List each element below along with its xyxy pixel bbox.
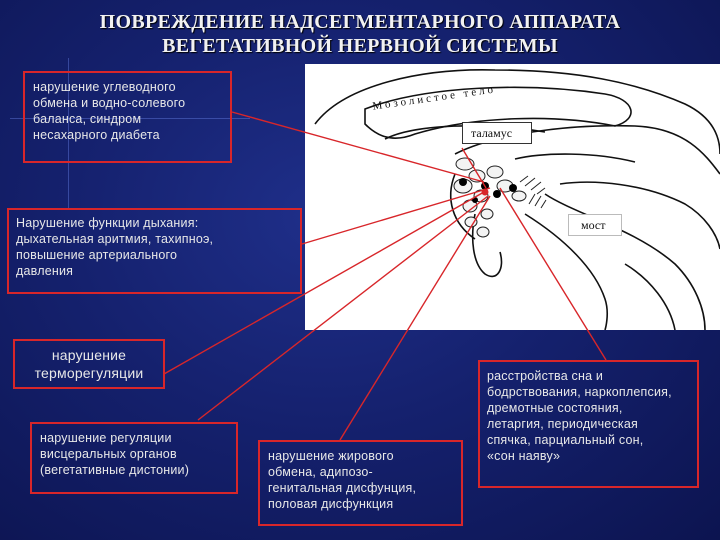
box-line: висцеральных органов [40, 447, 177, 461]
carbohydrate-metabolism-box: нарушение углеводного обмена и водно-сол… [23, 71, 232, 163]
thermoregulation-box: нарушение терморегуляции [13, 339, 165, 389]
page-title: ПОВРЕЖДЕНИЕ НАДСЕГМЕНТАРНОГО АППАРАТА ВЕ… [0, 10, 720, 58]
pons-label: мост [581, 218, 606, 232]
brain-diagram-panel [305, 64, 720, 330]
box-line: нарушение жирового [268, 449, 394, 463]
brain-sagittal-section-drawing [314, 69, 720, 330]
sleep-disorder-box: расстройства сна и бодрствования, наркоп… [478, 360, 699, 488]
box-line: дремотные состояния, [487, 401, 623, 415]
box-line: спячка, парциальный сон, [487, 433, 644, 447]
decorative-vertical-line [68, 58, 69, 208]
fat-metabolism-box: нарушение жирового обмена, адипозо- гени… [258, 440, 463, 526]
box-line: половая дисфункция [268, 497, 394, 511]
decorative-horizontal-line [10, 118, 250, 119]
box-line: нарушение углеводного [33, 80, 176, 94]
box-line: повышение артериального [16, 248, 178, 262]
thalamus-label-box: таламус [462, 122, 532, 144]
box-line: давления [16, 264, 74, 278]
visceral-regulation-box: нарушение регуляции висцеральных органов… [30, 422, 238, 494]
title-line-2: ВЕГЕТАТИВНОЙ НЕРВНОЙ СИСТЕМЫ [162, 35, 558, 57]
respiration-disorder-box: Нарушение функции дыхания: дыхательная а… [7, 208, 302, 294]
box-line: расстройства сна и [487, 369, 604, 383]
box-line: (вегетативные дистонии) [40, 463, 190, 477]
title-line-1: ПОВРЕЖДЕНИЕ НАДСЕГМЕНТАРНОГО АППАРАТА [99, 11, 621, 33]
box-line: обмена и водно-солевого [33, 96, 186, 110]
box-line: обмена, адипозо- [268, 465, 373, 479]
thalamus-label: таламус [471, 126, 513, 140]
box-line: нарушение регуляции [40, 431, 172, 445]
box-line: терморегуляции [34, 365, 144, 381]
box-line: баланса, синдром [33, 112, 142, 126]
box-line: несахарного диабета [33, 128, 160, 142]
box-line: дыхательная аритмия, тахипноэ, [16, 232, 214, 246]
box-line: летаргия, периодическая [487, 417, 638, 431]
box-line: нарушение [51, 347, 127, 363]
box-line: Нарушение функции дыхания: [16, 216, 199, 230]
box-line: генитальная дисфунция, [268, 481, 417, 495]
pons-label-box: мост [568, 214, 622, 236]
box-line: бодрствования, наркоплепсия, [487, 385, 672, 399]
box-line: «сон наяву» [487, 449, 561, 463]
